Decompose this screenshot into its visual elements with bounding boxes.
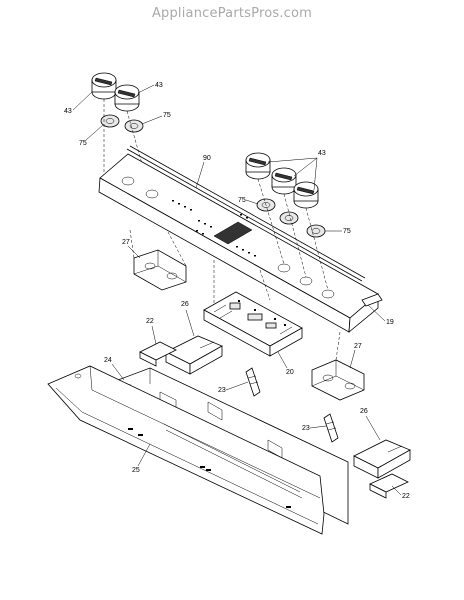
control-board	[203, 291, 303, 357]
spacer-b	[323, 413, 339, 443]
knob-left-lower	[114, 84, 140, 112]
clip-left	[139, 341, 177, 367]
bracket-right	[311, 359, 365, 401]
label-knob-left-b: 43	[155, 82, 163, 89]
label-control-board: 20	[286, 369, 294, 376]
knob-left-upper	[91, 72, 117, 100]
label-spacer-a: 23	[218, 387, 226, 394]
bracket-left	[133, 249, 187, 291]
label-ring-right-b: 75	[343, 228, 351, 235]
knob-right-2	[271, 167, 297, 195]
label-ring-left-b: 75	[163, 112, 171, 119]
trim-strip	[129, 145, 366, 279]
label-clip-right: 22	[402, 493, 410, 500]
ring-left-b	[124, 119, 144, 133]
label-knobs-right: 43	[318, 150, 326, 157]
label-bracket-right: 27	[354, 343, 362, 350]
end-cap	[361, 293, 383, 307]
ring-right-mid	[279, 211, 299, 225]
support-right	[353, 439, 411, 479]
label-rear-panel: 24	[104, 357, 112, 364]
ring-right-b	[306, 224, 326, 238]
support-left	[165, 335, 223, 375]
knob-right-3	[293, 181, 319, 209]
label-support-left: 26	[181, 301, 189, 308]
label-trim-strip: 90	[203, 155, 211, 162]
label-spacer-b: 23	[302, 425, 310, 432]
ring-left-a	[100, 114, 120, 128]
label-bracket-left: 27	[122, 239, 130, 246]
label-end-cap: 19	[386, 319, 394, 326]
spacer-a	[245, 367, 261, 397]
clip-right	[369, 473, 409, 499]
label-manifold-panel: 25	[132, 467, 140, 474]
label-knob-left-a: 43	[64, 108, 72, 115]
label-support-right: 26	[360, 408, 368, 415]
label-ring-left-a: 75	[79, 140, 87, 147]
label-ring-right-a: 75	[238, 197, 246, 204]
label-clip-left: 22	[146, 318, 154, 325]
manifold-panel	[47, 365, 325, 535]
watermark: AppliancePartsPros.com	[151, 6, 313, 21]
knob-right-1	[245, 152, 271, 180]
